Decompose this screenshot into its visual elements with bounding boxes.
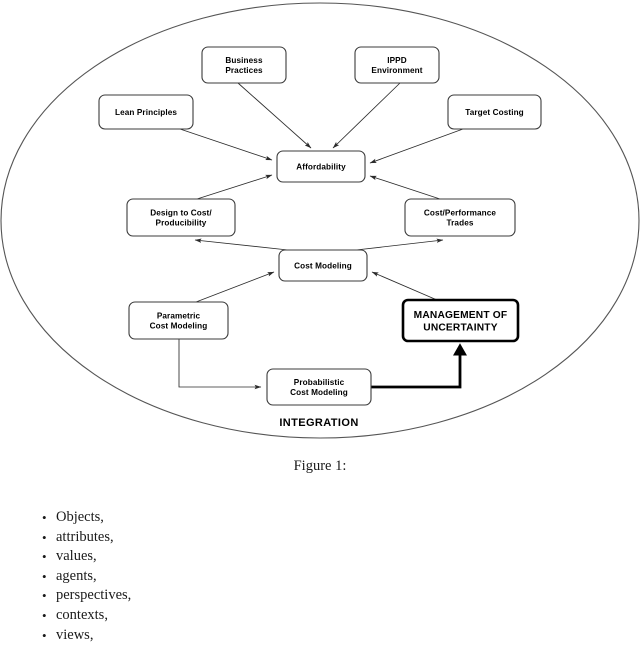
connector-cost-modeling-to-design-to-cost [194, 238, 289, 251]
box-label-ippd-environment: IPPD [387, 56, 407, 65]
connector-lean-principles-to-affordability [179, 128, 273, 161]
list-item-label: contexts, [56, 606, 108, 623]
connector-management-of-uncertainty-to-cost-modeling [371, 271, 438, 301]
bullet-icon: • [42, 510, 47, 525]
list-item-label: Objects, [56, 509, 104, 525]
list-item: • attributes, [0, 528, 640, 548]
bullet-list: • Objects, • attributes, • values, • agents, • pe… [0, 508, 640, 645]
bullet-icon: • [42, 588, 47, 604]
list-item: • contexts, [0, 606, 640, 626]
list-item-label: perspectives, [56, 587, 132, 604]
list-item-label: views, [56, 626, 94, 643]
box-outline-management-of-uncertainty [401, 298, 520, 343]
list-item: • views, [0, 626, 640, 645]
diagram-box-target-costing[interactable]: Target Costing [447, 94, 542, 130]
box-label-management-of-uncertainty: MANAGEMENT OF [414, 310, 508, 321]
integration-label: INTEGRATION [279, 417, 358, 429]
box-label-affordability: Affordability [296, 163, 346, 172]
box-label-management-of-uncertainty: UNCERTAINTY [423, 322, 497, 333]
diagram-box-affordability[interactable]: Affordability [276, 150, 366, 183]
connector-probabilistic-to-management-of-uncertainty [371, 343, 467, 389]
bullet-icon: • [42, 529, 47, 545]
box-outline-design-to-cost [126, 198, 236, 237]
box-label-business-practices: Business [225, 56, 263, 65]
box-label-cost-performance-trades: Trades [447, 219, 474, 228]
box-label-cost-modeling: Cost Modeling [294, 262, 352, 271]
box-label-cost-performance-trades: Cost/Performance [424, 208, 496, 217]
figure-caption: Figure 1: [293, 458, 347, 474]
diagram-box-lean-principles[interactable]: Lean Principles [98, 94, 194, 130]
box-outline-cost-performance-trades [404, 198, 516, 237]
box-label-lean-principles: Lean Principles [115, 108, 177, 117]
list-item-label: values, [56, 548, 97, 565]
connector-parametric-to-probabilistic [178, 339, 262, 390]
box-label-parametric-cost-modeling: Cost Modeling [150, 322, 208, 331]
box-outline-business-practices [201, 46, 287, 84]
list-item: • perspectives, [0, 586, 640, 606]
box-label-design-to-cost: Producibility [156, 219, 207, 228]
box-label-parametric-cost-modeling: Parametric [157, 311, 201, 320]
connector-target-costing-to-affordability [369, 128, 464, 164]
box-outline-parametric-cost-modeling [128, 301, 229, 340]
connector-cost-modeling-to-cost-performance-trades [355, 238, 444, 251]
diagram-box-cost-modeling[interactable]: Cost Modeling [278, 249, 368, 282]
connector-cost-performance-trades-to-affordability [369, 175, 441, 200]
diagram-box-design-to-cost[interactable]: Design to Cost/Producibility [126, 198, 236, 237]
box-label-probabilistic-cost-modeling: Probabilistic [294, 378, 345, 387]
list-item: • values, [0, 547, 640, 567]
bullet-icon: • [42, 627, 47, 643]
box-label-probabilistic-cost-modeling: Cost Modeling [290, 388, 348, 397]
connector-ippd-environment-to-affordability [332, 82, 401, 149]
box-label-design-to-cost: Design to Cost/ [150, 208, 212, 217]
box-label-business-practices: Practices [225, 66, 263, 75]
list-item: • agents, [0, 567, 640, 587]
connector-parametric-cost-modeling-to-cost-modeling [195, 271, 275, 303]
box-label-ippd-environment: Environment [371, 66, 422, 75]
box-outline-affordability [276, 150, 366, 183]
box-outline-probabilistic-cost-modeling [266, 368, 372, 406]
box-outline-target-costing [447, 94, 542, 130]
box-outline-cost-modeling [278, 249, 368, 282]
connector-business-practices-to-affordability [237, 82, 312, 149]
bullet-icon: • [42, 568, 47, 584]
box-outline-lean-principles [98, 94, 194, 130]
box-outline-ippd-environment [354, 46, 440, 84]
connector-design-to-cost-to-affordability [196, 174, 273, 200]
list-item: • Objects, [0, 508, 640, 528]
box-label-target-costing: Target Costing [465, 108, 524, 117]
bullet-icon: • [42, 607, 47, 623]
list-item-label: agents, [56, 567, 97, 584]
bullet-icon: • [42, 549, 47, 565]
connector-layer [178, 82, 467, 390]
integration-ellipse [0, 2, 640, 439]
list-item-label: attributes, [56, 528, 114, 545]
